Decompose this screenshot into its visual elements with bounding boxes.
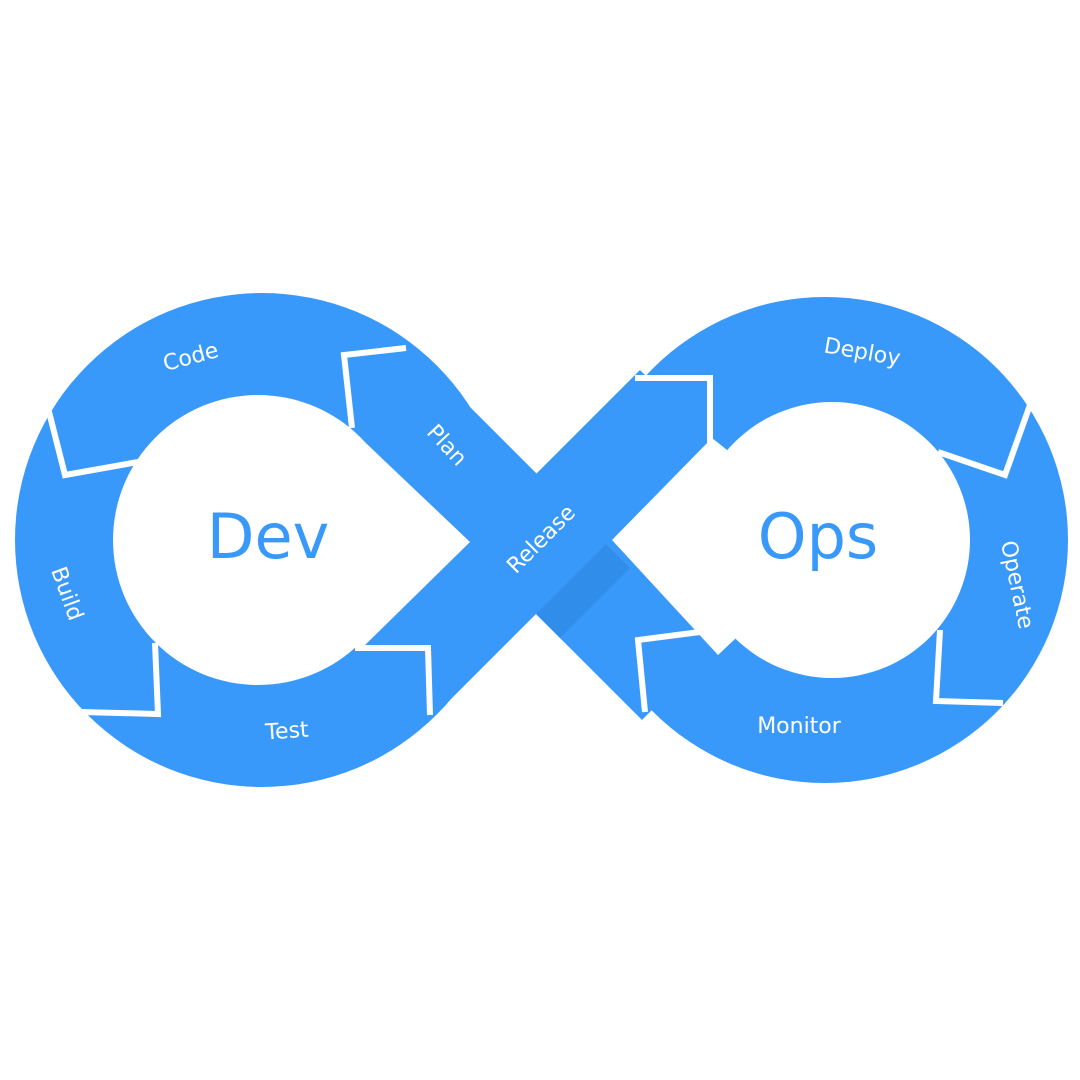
release-band bbox=[370, 370, 710, 720]
stage-test: Test bbox=[263, 717, 309, 745]
separator-monitor-plan bbox=[634, 629, 701, 713]
dev-title: Dev bbox=[207, 500, 330, 573]
separator-build-test bbox=[81, 642, 162, 718]
separator-deploy-operate bbox=[937, 403, 1033, 479]
separator-test-release bbox=[355, 645, 433, 716]
stage-separators bbox=[43, 345, 1033, 718]
loop-shape bbox=[15, 293, 1068, 787]
ops-hole-tip bbox=[612, 438, 840, 655]
separator-operate-monitor bbox=[932, 629, 1004, 706]
dev-hole-tip bbox=[250, 428, 470, 650]
separator-plan-code bbox=[340, 345, 407, 429]
ops-title: Ops bbox=[758, 500, 878, 573]
separator-release-deploy bbox=[635, 375, 713, 445]
separator-code-build bbox=[43, 399, 139, 479]
stage-monitor: Monitor bbox=[757, 714, 842, 739]
